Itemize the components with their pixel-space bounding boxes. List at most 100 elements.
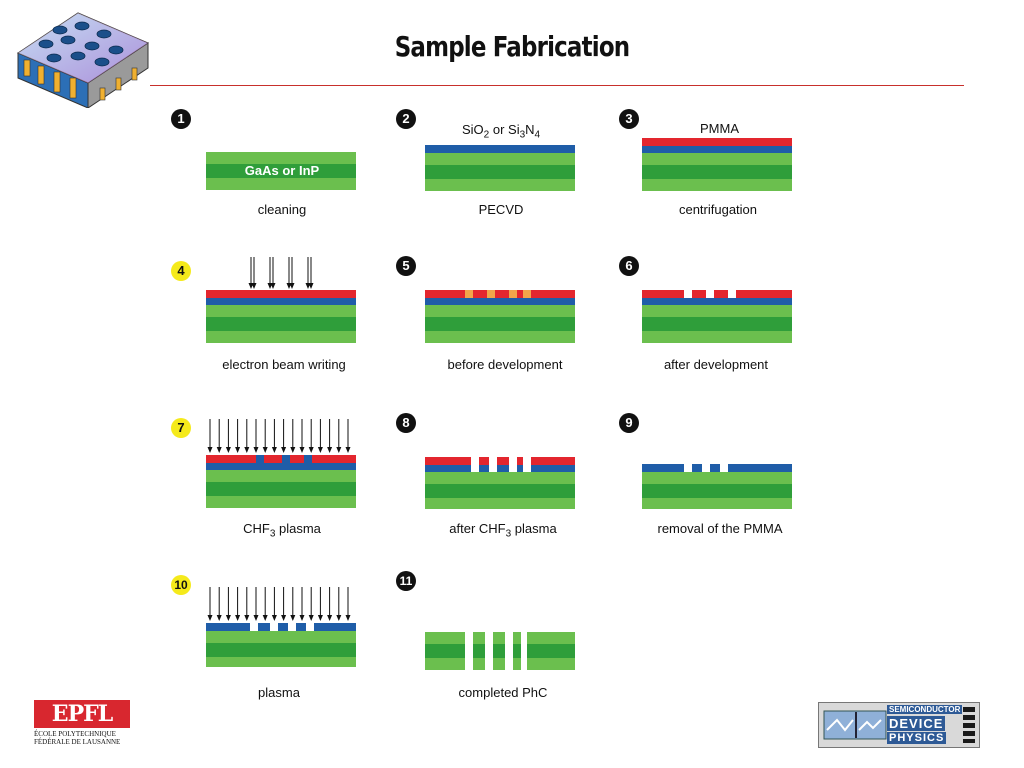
beam-arrow xyxy=(290,587,296,621)
beam-arrow xyxy=(262,419,268,453)
mask-layer xyxy=(642,146,792,153)
pmma-label: PMMA xyxy=(700,121,739,136)
step-caption: centrifugation xyxy=(678,202,758,217)
substrate-layer xyxy=(425,658,575,670)
beam-arrow xyxy=(253,419,259,453)
beam-arrow xyxy=(308,587,314,621)
beam-arrow xyxy=(345,419,351,453)
substrate-layer xyxy=(206,317,356,331)
beam-arrow xyxy=(235,587,241,621)
page-title: Sample Fabrication xyxy=(394,30,630,63)
substrate-layer xyxy=(206,470,356,482)
pmma-layer xyxy=(206,290,356,298)
exposed-region xyxy=(487,290,495,298)
substrate-layer xyxy=(206,643,356,657)
cross-section-step-7 xyxy=(206,419,356,508)
substrate-layer xyxy=(642,331,792,343)
beam-arrow xyxy=(244,587,250,621)
mask-layer xyxy=(642,464,792,472)
sdp-logo-line2: DEVICE xyxy=(887,716,946,731)
beam-arrow xyxy=(308,419,314,453)
beam-arrow xyxy=(271,587,277,621)
etched-hole xyxy=(270,623,278,631)
substrate-layer xyxy=(642,498,792,509)
photonic-crystal-block-icon xyxy=(16,12,150,108)
step-caption: CHF3 plasma xyxy=(243,521,321,540)
etched-hole xyxy=(471,457,479,472)
beam-arrow xyxy=(336,587,342,621)
beam-arrow xyxy=(281,587,287,621)
exposed-region xyxy=(523,290,531,298)
cross-section-step-5 xyxy=(425,290,575,343)
pmma-layer xyxy=(642,138,792,146)
pmma-layer xyxy=(425,457,575,465)
beam-arrow xyxy=(317,587,323,621)
mask-layer xyxy=(425,465,575,472)
beam-arrow xyxy=(216,419,222,453)
beam-arrow xyxy=(299,587,305,621)
etched-hole xyxy=(684,464,692,472)
beam-arrow xyxy=(207,587,213,621)
substrate-layer xyxy=(206,178,356,190)
cross-section-step-2 xyxy=(425,145,575,191)
mask-layer xyxy=(206,463,356,470)
cross-section-step-6 xyxy=(642,290,792,343)
beam-arrow xyxy=(345,587,351,621)
semiconductor-device-physics-logo: SEMICONDUCTOR DEVICE PHYSICS xyxy=(818,702,980,748)
photonic-crystal-hole xyxy=(465,632,473,670)
epfl-logo-text: EPFL xyxy=(51,701,113,727)
step-number: 11 xyxy=(396,571,416,591)
step-caption: after CHF3 plasma xyxy=(449,521,557,540)
beam-arrow xyxy=(207,419,213,453)
etched-hole xyxy=(288,623,296,631)
step-caption: before development xyxy=(447,357,563,372)
step-caption: completed PhC xyxy=(458,685,548,700)
circuit-icon xyxy=(823,710,887,740)
photonic-crystal-hole xyxy=(485,632,493,670)
step-number: 3 xyxy=(619,109,639,129)
beam-arrow xyxy=(289,257,295,289)
step-number: 9 xyxy=(619,413,639,433)
mask-layer xyxy=(206,298,356,305)
epfl-logo: EPFL ÉCOLE POLYTECHNIQUE FÉDÉRALE DE LAU… xyxy=(34,700,130,748)
etched-hole xyxy=(720,464,728,472)
step-caption: electron beam writing xyxy=(222,357,346,372)
substrate-layer xyxy=(206,152,356,164)
substrate-layer xyxy=(642,317,792,331)
substrate-layer xyxy=(206,631,356,643)
step-number: 4 xyxy=(171,261,191,281)
pmma-layer xyxy=(425,290,575,298)
mask-layer xyxy=(425,298,575,305)
beam-arrow xyxy=(271,419,277,453)
substrate-layer xyxy=(425,179,575,191)
etched-hole xyxy=(306,623,314,631)
substrate-layer xyxy=(206,496,356,508)
step-caption: plasma xyxy=(258,685,300,700)
mask-layer xyxy=(425,145,575,153)
beam-arrow xyxy=(270,257,276,289)
sdp-logo-line1: SEMICONDUCTOR xyxy=(887,705,963,714)
step-caption: PECVD xyxy=(478,202,524,217)
etched-hole xyxy=(489,457,497,472)
substrate-label: GaAs or InP xyxy=(244,163,320,178)
epfl-logo-line2: FÉDÉRALE DE LAUSANNE xyxy=(34,738,121,746)
etched-hole xyxy=(250,623,258,631)
substrate-layer xyxy=(642,179,792,191)
step-number: 1 xyxy=(171,109,191,129)
pmma-layer xyxy=(206,455,356,463)
step-number: 10 xyxy=(171,575,191,595)
substrate-layer xyxy=(425,305,575,317)
deposition-material-label: SiO2 or Si3N4 xyxy=(462,122,541,141)
pmma-layer xyxy=(642,290,792,298)
beam-arrow xyxy=(290,419,296,453)
substrate-layer xyxy=(425,644,575,658)
substrate-layer xyxy=(425,153,575,165)
beam-arrow xyxy=(299,419,305,453)
etched-hole xyxy=(702,464,710,472)
step-caption: cleaning xyxy=(257,202,307,217)
exposed-region xyxy=(465,290,473,298)
cross-section-step-4 xyxy=(206,257,356,343)
beam-arrow xyxy=(251,257,257,289)
substrate-layer xyxy=(206,482,356,496)
cross-section-step-11 xyxy=(425,632,575,670)
